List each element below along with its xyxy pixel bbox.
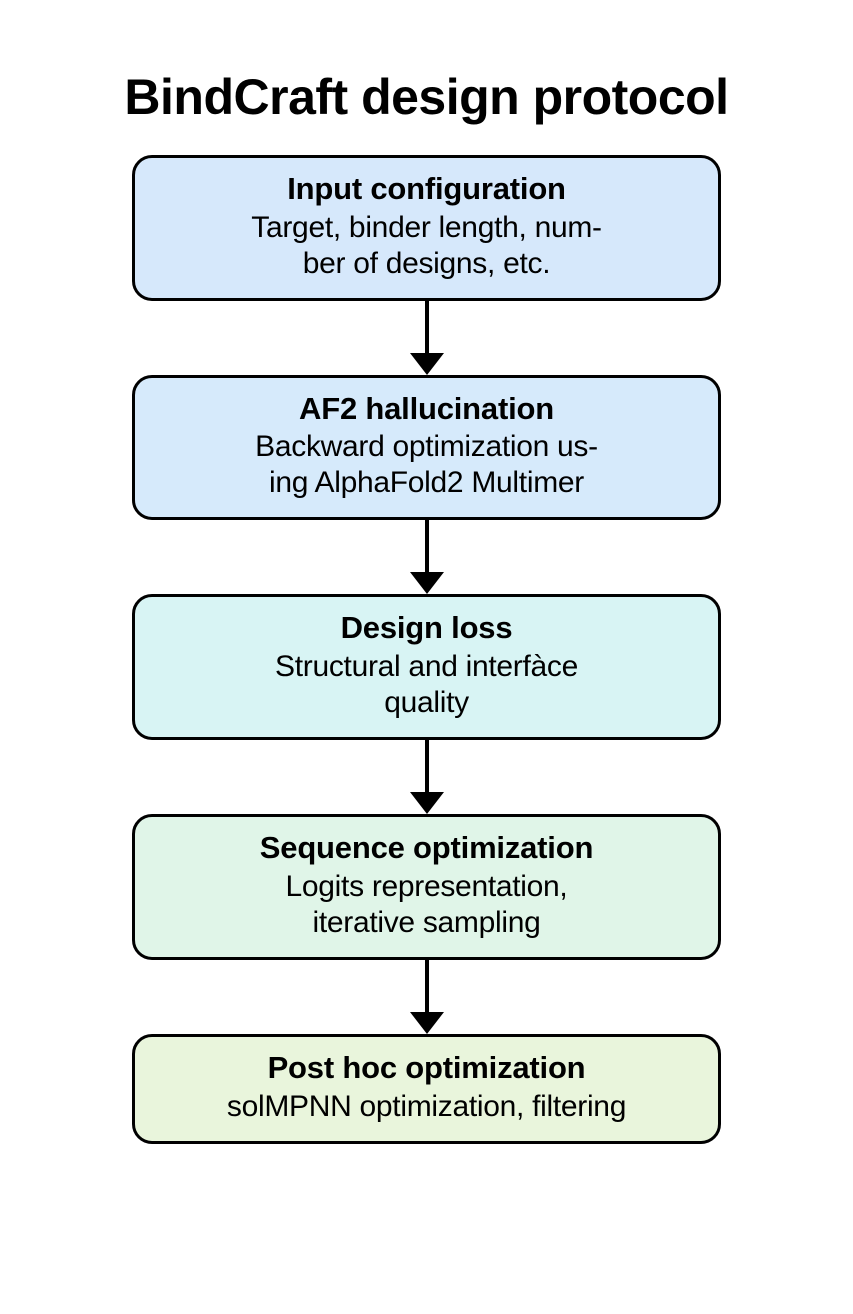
flow-node-heading: Sequence optimization	[259, 830, 594, 866]
flow-node-body-line: Logits representation,	[285, 869, 568, 903]
connector-arrow-2	[132, 520, 721, 595]
flowchart: Input configuration Target, binder lengt…	[0, 155, 853, 1144]
arrow-shaft	[424, 520, 429, 577]
flow-node-body-line: ing AlphaFold2 Multimer	[269, 466, 584, 500]
flow-node-post-hoc-optimization[interactable]: Post hoc optimization solMPNN optimizati…	[132, 1033, 721, 1144]
flow-node-body-line: iterative sampling	[312, 905, 541, 939]
down-arrow-icon	[409, 1011, 444, 1034]
flow-node-body-line: quality	[384, 686, 469, 720]
flow-node-body: solMPNN optimization, filtering	[151, 1089, 702, 1125]
flow-node-body-line: Structural and interfàce	[275, 650, 578, 684]
arrow-shaft	[424, 740, 429, 797]
arrow-shaft	[424, 959, 429, 1016]
flow-node-sequence-optimization[interactable]: Sequence optimization Logits representat…	[132, 814, 721, 960]
flow-node-design-loss[interactable]: Design loss Structural and interfàce qua…	[132, 594, 721, 741]
connector-arrow-4	[132, 959, 721, 1034]
connector-arrow-1	[132, 300, 721, 375]
down-arrow-icon	[409, 352, 444, 375]
flow-node-heading: AF2 hallucination	[299, 390, 554, 426]
flow-node-body-line: solMPNN optimization, filtering	[226, 1089, 627, 1123]
flow-node-af2-hallucination[interactable]: AF2 hallucination Backward optimization …	[132, 374, 721, 521]
flow-node-body-line: ber of designs, etc.	[302, 246, 551, 280]
flow-node-body: Target, binder length, num- ber of desig…	[151, 210, 702, 282]
flow-node-input-configuration[interactable]: Input configuration Target, binder lengt…	[132, 155, 721, 301]
flow-node-body: Structural and interfàce quality	[151, 649, 702, 721]
flow-node-heading: Post hoc optimization	[267, 1049, 586, 1085]
page-title: BindCraft design protocol	[124, 68, 729, 125]
flow-node-body: Backward optimization us- ing AlphaFold2…	[151, 429, 702, 501]
flow-node-body: Logits representation, iterative samplin…	[151, 869, 702, 941]
flow-node-heading: Input configuration	[287, 171, 566, 206]
down-arrow-icon	[409, 792, 444, 815]
connector-arrow-3	[132, 740, 721, 815]
flow-node-body-line: Target, binder length, num-	[251, 210, 602, 244]
flow-node-body-line: Backward optimization us-	[255, 430, 598, 464]
flow-node-heading: Design loss	[340, 610, 513, 646]
down-arrow-icon	[409, 572, 444, 595]
arrow-shaft	[424, 300, 429, 357]
